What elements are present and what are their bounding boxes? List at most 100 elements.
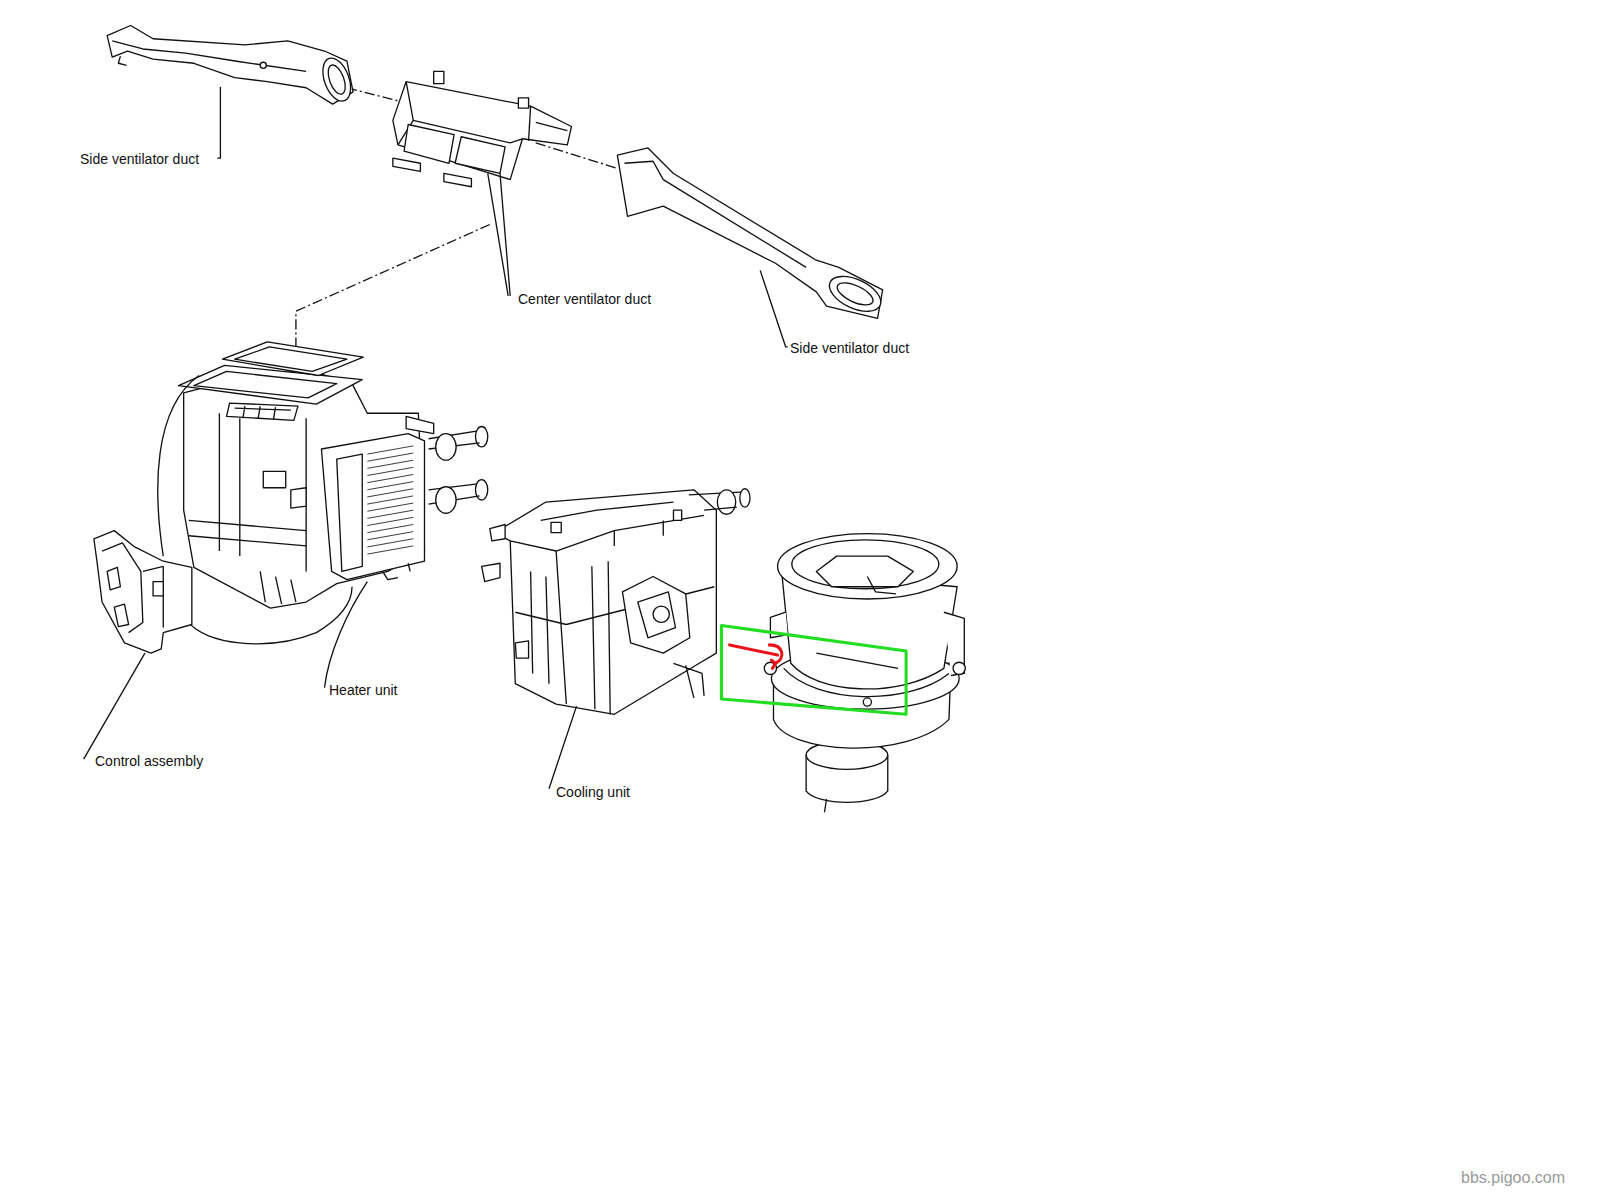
cooling-unit-drawing	[541, 502, 674, 520]
control-assembly-drawing	[189, 587, 352, 644]
part-label: Side ventilator duct	[80, 150, 199, 168]
blower-unit-drawing	[784, 668, 949, 696]
heater-unit-drawing	[222, 342, 363, 376]
side-duct-drawing	[112, 41, 306, 72]
cooling-unit-drawing	[495, 490, 716, 714]
cooling-unit-drawing	[551, 522, 561, 532]
control-assembly-drawing	[107, 567, 120, 589]
part-label: Heater unit	[329, 681, 397, 699]
heater-unit-drawing	[184, 369, 425, 608]
heater-unit-drawing	[291, 488, 306, 508]
heater-unit-drawing	[429, 484, 480, 490]
heater-unit-drawing	[406, 416, 434, 433]
pointer-arrow	[771, 660, 775, 668]
side-duct-drawing	[834, 278, 876, 309]
side-duct-drawing	[325, 63, 349, 97]
center-duct-drawing	[455, 137, 505, 174]
leader-line	[760, 270, 788, 347]
heater-unit-drawing	[235, 347, 347, 371]
cooling-unit-drawing	[638, 592, 676, 638]
cooling-unit-drawing	[689, 492, 745, 495]
heater-unit-drawing	[235, 406, 291, 419]
heater-unit-drawing	[436, 487, 456, 514]
control-assembly-drawing	[94, 531, 192, 653]
heater-unit-drawing	[227, 403, 298, 420]
blower-unit-drawing	[778, 534, 958, 599]
part-label: Control assembly	[95, 752, 203, 770]
heater-unit-drawing	[337, 454, 363, 571]
control-assembly-drawing	[158, 376, 199, 557]
watermark: bbs.pigoo.com	[1461, 1168, 1565, 1188]
cooling-unit-drawing	[717, 490, 735, 514]
part-label: Side ventilator duct	[790, 339, 909, 357]
assembly-line	[296, 224, 490, 367]
leader-line	[217, 87, 220, 158]
cooling-unit-drawing	[740, 489, 750, 507]
blower-unit-drawing	[764, 534, 965, 803]
heater-unit-drawing	[321, 434, 424, 580]
blower-unit-drawing	[863, 698, 871, 706]
heater-unit-drawing	[367, 446, 413, 554]
highlight-box	[721, 626, 906, 715]
side-duct-drawing	[617, 148, 882, 318]
heater-unit-drawing	[383, 563, 411, 579]
leader-line	[549, 706, 577, 789]
leader-line	[500, 173, 510, 295]
side-duct-drawing	[318, 54, 356, 105]
blower-unit-drawing	[816, 653, 898, 668]
center-duct-drawing	[529, 106, 531, 141]
pointer-arrow	[730, 645, 782, 668]
cooling-unit-drawing	[490, 524, 505, 540]
assembly-line	[536, 143, 618, 169]
center-duct-drawing	[393, 71, 572, 186]
cooling-unit-drawing	[622, 577, 689, 654]
leader-line	[84, 87, 827, 813]
heater-unit-drawing	[429, 431, 480, 439]
highlight-box	[721, 626, 906, 715]
part-label: Center ventilator duct	[518, 290, 651, 308]
cooling-unit-drawing	[614, 520, 663, 546]
cooling-unit-drawing	[515, 641, 528, 658]
blower-unit-drawing	[792, 540, 939, 589]
heater-unit-drawing	[260, 571, 296, 604]
side-duct-drawing	[118, 56, 126, 65]
heater-unit-drawing	[476, 427, 488, 447]
control-assembly-drawing	[143, 566, 163, 627]
cooling-unit-drawing	[482, 563, 500, 581]
assembly-line	[347, 88, 403, 102]
center-duct-drawing	[434, 71, 444, 83]
center-duct-drawing	[518, 98, 528, 108]
center-duct-drawing	[444, 173, 472, 186]
side-duct-drawing	[107, 26, 353, 105]
cooling-unit-drawing	[704, 507, 737, 510]
center-duct-drawing	[393, 158, 421, 171]
blower-unit-drawing	[953, 662, 965, 674]
cooling-unit-drawing	[653, 606, 669, 622]
heater-unit-drawing	[219, 413, 306, 571]
heater-unit-drawing	[189, 520, 306, 546]
cooling-unit-drawing	[482, 489, 750, 715]
blower-unit-drawing	[816, 556, 913, 587]
leader-line	[824, 799, 826, 812]
side-duct-drawing	[617, 148, 886, 319]
blower-unit-drawing	[867, 577, 896, 594]
center-duct-drawing	[404, 124, 454, 163]
control-assembly-drawing	[94, 376, 352, 654]
cooling-unit-drawing	[531, 561, 611, 714]
heater-unit-drawing	[179, 365, 363, 404]
center-duct-drawing	[536, 122, 568, 130]
control-assembly-drawing	[102, 543, 143, 633]
heater-unit-drawing	[436, 434, 456, 461]
cooling-unit-drawing	[673, 510, 681, 520]
control-assembly-drawing	[114, 604, 128, 626]
heater-unit-drawing	[263, 471, 285, 487]
center-duct-drawing	[393, 82, 572, 180]
leader-line	[84, 653, 145, 759]
cooling-unit-drawing	[673, 663, 704, 698]
side-duct-drawing	[260, 62, 266, 68]
part-label: Cooling unit	[556, 783, 630, 801]
control-assembly-drawing	[153, 582, 163, 596]
heater-unit-drawing	[179, 342, 488, 608]
